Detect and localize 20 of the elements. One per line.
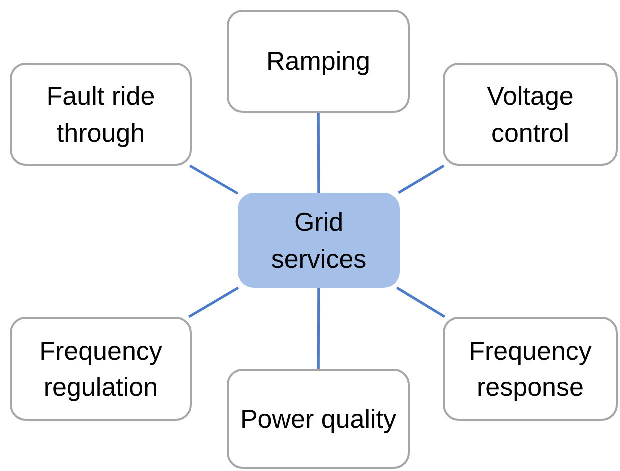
- node-label: Frequency regulation: [38, 334, 164, 404]
- topic-box: [10, 63, 192, 166]
- connector-line: [188, 286, 240, 318]
- topic-box: [227, 369, 410, 469]
- connector-line: [398, 164, 445, 194]
- connector-line: [189, 164, 239, 195]
- topic-box: [10, 317, 192, 421]
- hub-box: [238, 193, 400, 288]
- node-label: Grid services: [270, 206, 368, 276]
- topic-box: [227, 10, 410, 113]
- connector-line: [396, 286, 446, 318]
- node-label: Ramping: [266, 45, 371, 78]
- node-label: Frequency response: [468, 334, 593, 404]
- connector-line: [317, 113, 320, 193]
- node-label: Power quality: [240, 402, 397, 436]
- connector-line: [317, 288, 320, 369]
- node-label: Voltage control: [486, 80, 575, 150]
- topic-box: [443, 317, 618, 421]
- topic-box: [443, 63, 618, 166]
- node-label: Fault ride through: [46, 80, 156, 150]
